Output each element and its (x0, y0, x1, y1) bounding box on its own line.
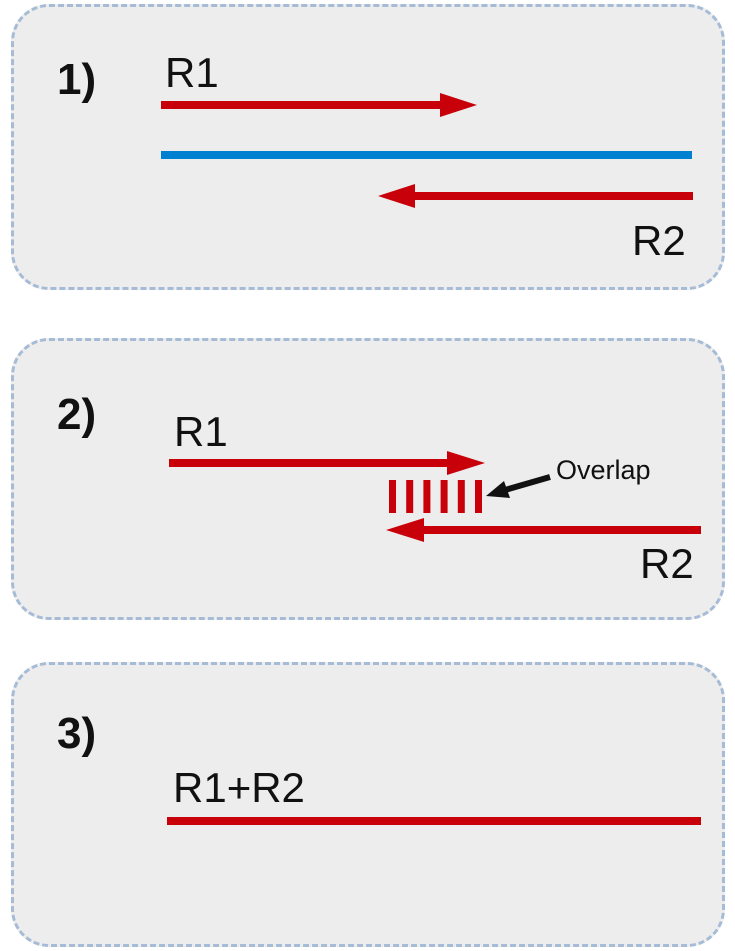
merged-read-label: R1+R2 (173, 764, 305, 811)
step-number-1: 1) (57, 55, 97, 104)
read2-label: R2 (640, 540, 694, 587)
overlap-tick (475, 480, 482, 513)
read2-label: R2 (632, 217, 686, 264)
overlap-label: Overlap (556, 455, 651, 485)
overlap-tick (440, 480, 448, 513)
panel-step-2 (11, 338, 725, 620)
overlap-tick (406, 480, 414, 513)
panel-step-3 (11, 662, 725, 947)
read2-arrow-head (386, 518, 424, 542)
read1-arrow-head (440, 93, 477, 117)
step-number-3: 3) (57, 709, 97, 758)
overlap-tick (389, 480, 396, 513)
step-number-2: 2) (57, 390, 97, 439)
overlap-pointer-shaft (504, 474, 551, 493)
overlap-tick (423, 480, 431, 513)
read1-arrow-head (447, 451, 485, 475)
read1-label: R1 (165, 49, 219, 96)
overlap-tick (457, 480, 465, 513)
panel-step-1 (11, 4, 725, 290)
read1-label: R1 (174, 408, 228, 455)
overlap-region (389, 480, 482, 513)
overlap-pointer-head (486, 481, 510, 498)
read2-arrow-head (378, 184, 415, 208)
